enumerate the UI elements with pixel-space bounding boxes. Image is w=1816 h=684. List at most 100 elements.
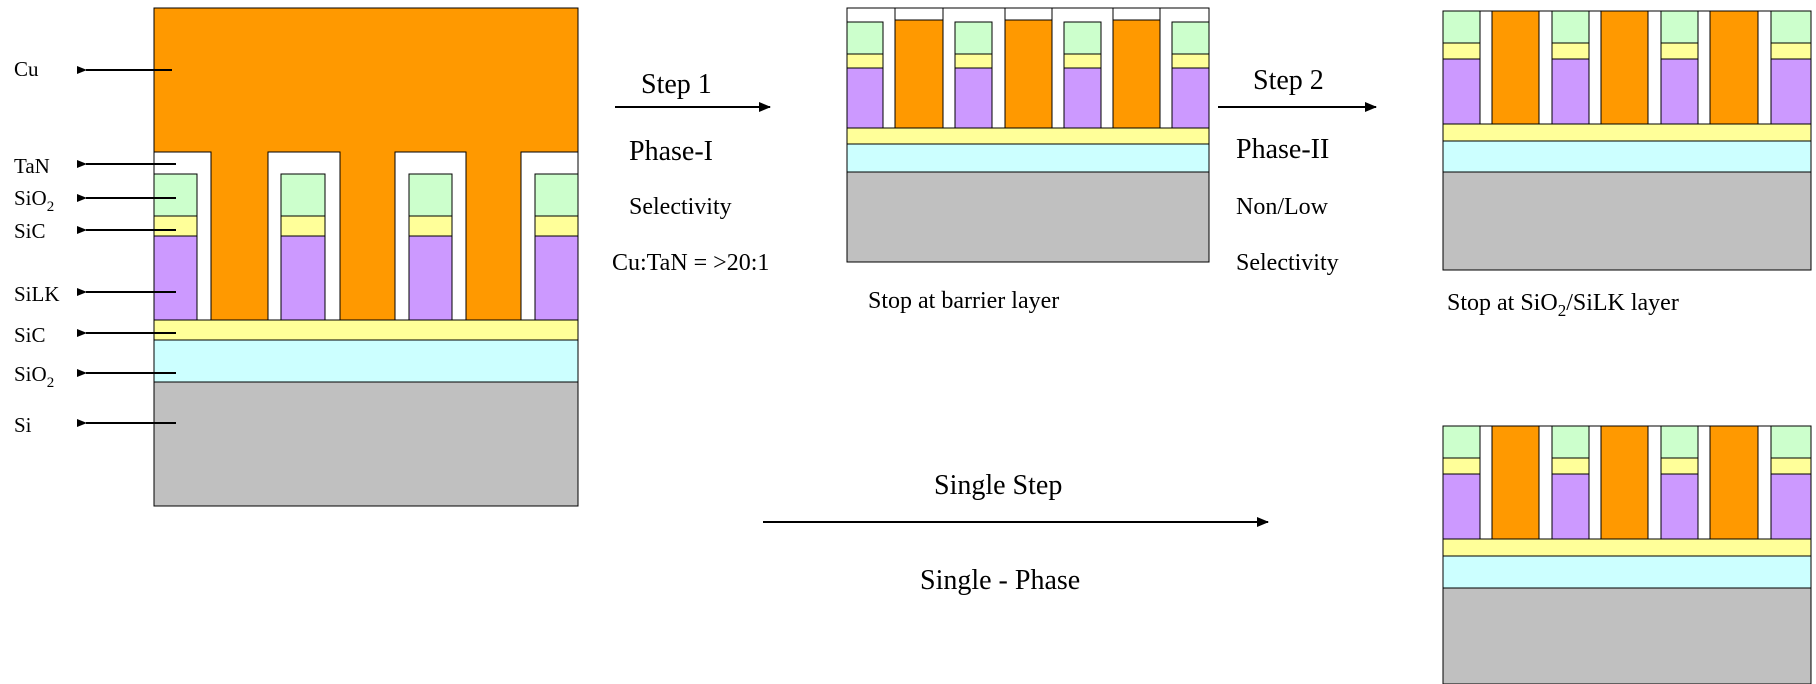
sic-cap	[408, 215, 453, 237]
silk-dielectric	[1551, 58, 1590, 125]
caption-text: Stop at SiO	[1447, 290, 1558, 316]
dielectric-pillar	[1757, 425, 1812, 540]
sio2-cap	[408, 173, 453, 217]
single-step-label: Single Step	[934, 470, 1062, 501]
step2-line1: Non/Low	[1236, 194, 1329, 220]
sio2-cap	[1442, 425, 1481, 459]
step1-selectivity: Selectivity	[629, 194, 732, 220]
sic-cap	[1770, 457, 1812, 475]
sio2-cap	[1660, 10, 1699, 44]
cu-line	[1600, 10, 1649, 125]
label-cu: Cu	[14, 57, 39, 81]
sic-cap	[1063, 53, 1102, 69]
after-step2-structure: Stop at SiO2/SiLK layer	[1442, 10, 1812, 320]
step1-label: Step 1	[641, 69, 712, 100]
silk-dielectric	[1660, 58, 1699, 125]
sic-etch-stop-layer	[846, 127, 1210, 145]
label-text: SiO	[14, 186, 47, 210]
si-substrate	[153, 381, 579, 507]
sio2-cap	[534, 173, 579, 217]
step2-annotation: Step 2 Phase-II Non/Low Selectivity	[1218, 65, 1377, 276]
step1-ratio: Cu:TaN = >20:1	[612, 250, 769, 276]
silk-dielectric	[534, 235, 579, 321]
step1-phase: Phase-I	[629, 136, 713, 167]
silk-dielectric	[846, 67, 884, 129]
silk-dielectric	[954, 67, 993, 129]
silk-dielectric	[280, 235, 326, 321]
label-text: SiO	[14, 362, 47, 386]
dielectric-pillar	[942, 7, 1006, 129]
dielectric-pillar	[1538, 425, 1602, 540]
cu-overburden	[153, 7, 579, 321]
sio2-cap	[846, 21, 884, 55]
sio2-base-layer	[153, 339, 579, 383]
cu-line	[1600, 425, 1649, 540]
after-single-step-structure	[1442, 425, 1812, 684]
sio2-base-layer	[1442, 555, 1812, 589]
sio2-cap	[1551, 425, 1590, 459]
silk-dielectric	[1770, 473, 1812, 540]
sio2-cap	[153, 173, 198, 217]
sio2-cap	[1063, 21, 1102, 55]
silk-dielectric	[1660, 473, 1699, 540]
label-tan: TaN	[14, 154, 50, 178]
sic-cap	[534, 215, 579, 237]
sic-cap	[1551, 457, 1590, 475]
sic-cap	[280, 215, 326, 237]
sic-cap	[1660, 457, 1699, 475]
cu-line	[1491, 425, 1540, 540]
dielectric-pillar	[153, 151, 212, 321]
sio2-cap	[954, 21, 993, 55]
sic-cap	[1551, 42, 1590, 60]
sic-cap	[153, 215, 198, 237]
sio2-cap	[1551, 10, 1590, 44]
sio2-cap	[1770, 10, 1812, 44]
sic-etch-stop-layer	[153, 319, 579, 341]
si-substrate	[846, 171, 1210, 263]
cu-line	[1491, 10, 1540, 125]
sio2-cap	[280, 173, 326, 217]
label-sio2-top: SiO2	[14, 186, 54, 215]
caption-stop-barrier: Stop at barrier layer	[868, 288, 1059, 314]
cu-line	[1709, 10, 1759, 125]
sic-cap	[1442, 42, 1481, 60]
dielectric-pillar	[267, 151, 341, 321]
silk-dielectric	[1770, 58, 1812, 125]
silk-dielectric	[408, 235, 453, 321]
silk-dielectric	[1063, 67, 1102, 129]
sio2-cap	[1442, 10, 1481, 44]
dielectric-pillar	[846, 7, 896, 129]
caption-subscript: 2	[1558, 301, 1567, 320]
sio2-cap	[1171, 21, 1210, 55]
single-step-annotation: Single Step Single - Phase	[763, 470, 1269, 596]
label-sic-bottom: SiC	[14, 323, 46, 347]
sic-etch-stop-layer	[1442, 538, 1812, 557]
dielectric-pillar	[1647, 425, 1711, 540]
label-si: Si	[14, 413, 32, 437]
label-subscript: 2	[47, 375, 55, 391]
sio2-base-layer	[846, 143, 1210, 173]
silk-dielectric	[153, 235, 198, 321]
silk-dielectric	[1442, 58, 1481, 125]
dielectric-pillar	[1757, 10, 1812, 125]
step2-phase: Phase-II	[1236, 134, 1329, 165]
layer-labels: Cu TaN SiO2 SiC SiLK SiC SiO2 Si	[14, 57, 176, 437]
dielectric-pillar	[1442, 425, 1493, 540]
single-phase-label: Single - Phase	[920, 565, 1080, 596]
caption-text: /SiLK layer	[1566, 290, 1679, 316]
cu-lines-region	[846, 7, 1210, 129]
dielectric-pillar	[1442, 10, 1493, 125]
dielectric-pillar	[1051, 7, 1114, 129]
sic-cap	[846, 53, 884, 69]
dielectric-pillar	[394, 151, 467, 321]
label-silk: SiLK	[14, 282, 60, 306]
step2-label: Step 2	[1253, 65, 1324, 96]
tan-barrier-top	[846, 7, 1210, 21]
dielectric-pillar	[1159, 7, 1210, 129]
sio2-cap	[1770, 425, 1812, 459]
sic-cap	[1770, 42, 1812, 60]
sic-etch-stop-layer	[1442, 123, 1812, 142]
silk-dielectric	[1551, 473, 1590, 540]
label-subscript: 2	[47, 199, 55, 215]
